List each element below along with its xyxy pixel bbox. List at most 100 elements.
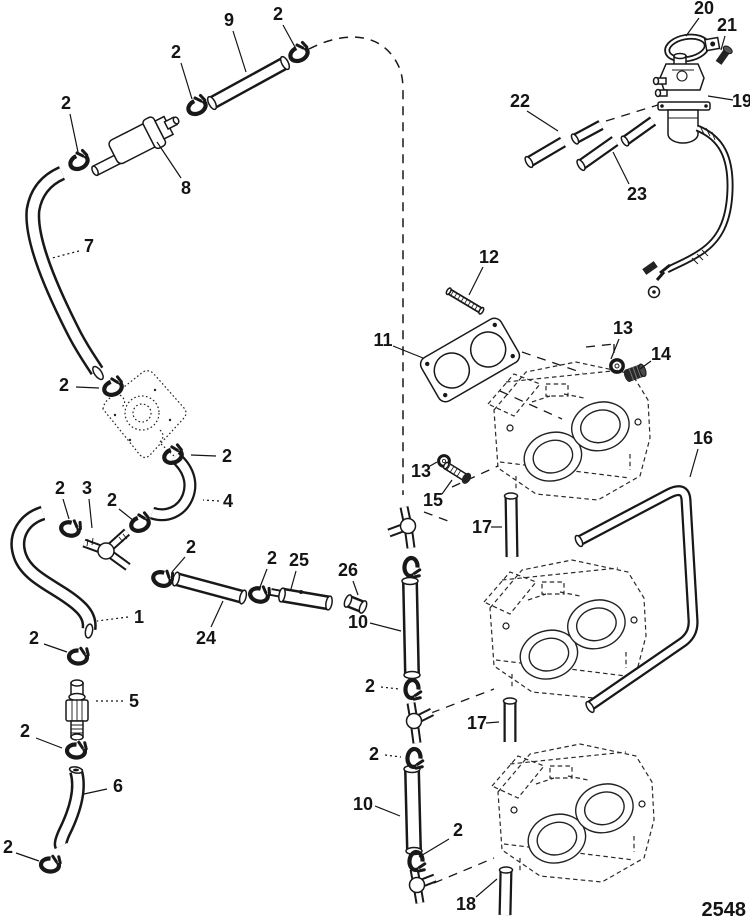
callout-label: 22 xyxy=(510,91,530,111)
callout-20: 20 xyxy=(685,0,714,37)
callout-17: 17 xyxy=(472,517,502,537)
pump-clamp-20 xyxy=(664,33,721,63)
tube-17-lower xyxy=(502,697,518,742)
callout-leader xyxy=(282,24,296,48)
callout-label: 10 xyxy=(348,612,368,632)
callout-label: 3 xyxy=(82,478,92,498)
carburetor-middle xyxy=(483,559,647,699)
callout-3: 3 xyxy=(82,478,93,529)
callout-leader xyxy=(369,622,402,632)
carburetor-bottom xyxy=(491,743,655,883)
callout-2: 2 xyxy=(171,42,193,100)
callout-label: 21 xyxy=(717,15,737,35)
callout-label: 17 xyxy=(472,517,492,537)
callout-2: 2 xyxy=(61,93,79,153)
callout-2: 2 xyxy=(418,820,463,858)
callout-label: 2 xyxy=(369,744,379,764)
callout-label: 2 xyxy=(3,837,13,857)
callout-10: 10 xyxy=(348,612,402,632)
callout-leader xyxy=(210,600,224,628)
callout-label: 6 xyxy=(113,776,123,796)
callout-label: 25 xyxy=(289,550,309,570)
callout-leader xyxy=(88,498,93,529)
callout-leader xyxy=(707,95,734,101)
callout-10: 10 xyxy=(353,794,401,817)
callout-8: 8 xyxy=(156,141,191,198)
callout-2: 2 xyxy=(29,628,68,653)
callout-leader xyxy=(352,580,359,596)
callout-label: 9 xyxy=(224,10,234,30)
callout-label: 2 xyxy=(29,628,39,648)
mounting-stud xyxy=(445,287,485,315)
fuel-pump xyxy=(652,52,711,144)
carburetor-gasket xyxy=(419,317,521,403)
callout-11: 11 xyxy=(373,330,424,359)
callout-leader xyxy=(612,151,630,185)
callout-label: 13 xyxy=(613,318,633,338)
sleeve-26 xyxy=(343,594,368,614)
callout-leader xyxy=(15,852,40,862)
callout-leader xyxy=(190,454,217,457)
callout-2: 2 xyxy=(171,537,196,573)
callout-label: 12 xyxy=(479,247,499,267)
callout-label: 2 xyxy=(20,721,30,741)
callout-22: 22 xyxy=(510,91,559,132)
callout-leader xyxy=(156,141,182,179)
callout-4: 4 xyxy=(202,491,233,511)
callout-label: 15 xyxy=(423,490,443,510)
callout-18: 18 xyxy=(456,878,498,914)
callout-label: 2 xyxy=(61,93,71,113)
callout-2: 2 xyxy=(107,490,135,522)
callout-leader xyxy=(171,556,186,573)
tee-fitting-3 xyxy=(408,868,437,904)
callout-leader xyxy=(62,498,70,520)
callout-leader xyxy=(475,878,498,898)
callout-leader xyxy=(468,266,484,296)
callout-leader xyxy=(202,499,220,502)
callout-2: 2 xyxy=(20,721,63,749)
carburetor-top xyxy=(487,361,651,501)
callout-label: 2 xyxy=(171,42,181,62)
callout-leader xyxy=(485,721,500,724)
callout-25: 25 xyxy=(289,550,309,590)
callout-leader xyxy=(35,737,63,749)
callout-21: 21 xyxy=(717,15,737,51)
hose-24 xyxy=(171,571,248,605)
callout-5: 5 xyxy=(93,691,139,711)
callout-label: 2 xyxy=(273,4,283,24)
callout-leader xyxy=(418,838,450,858)
callout-leader xyxy=(43,643,68,653)
callout-label: 7 xyxy=(84,236,94,256)
routing-dashed-lines xyxy=(308,36,662,884)
callout-label: 24 xyxy=(196,628,216,648)
hose-9 xyxy=(206,55,291,111)
callout-15: 15 xyxy=(423,479,453,510)
fitting-25 xyxy=(270,587,333,611)
hose-7 xyxy=(25,166,104,381)
callout-2: 2 xyxy=(59,375,100,395)
callout-leader xyxy=(429,461,438,467)
hose-22 xyxy=(524,120,604,169)
hose-4 xyxy=(149,452,197,522)
callout-14: 14 xyxy=(639,344,671,370)
callout-13: 13 xyxy=(411,461,438,481)
callout-leader xyxy=(374,805,401,817)
callout-label: 10 xyxy=(353,794,373,814)
callout-leader xyxy=(685,17,700,37)
callout-12: 12 xyxy=(468,247,499,296)
callout-label: 19 xyxy=(732,91,750,111)
callout-9: 9 xyxy=(224,10,247,73)
callout-13: 13 xyxy=(610,318,633,360)
callout-23: 23 xyxy=(612,151,647,204)
callout-19: 19 xyxy=(707,91,750,111)
check-valve-5 xyxy=(65,679,89,741)
drawing-number: 2548 xyxy=(702,899,747,920)
callout-label: 26 xyxy=(338,560,358,580)
callout-2: 2 xyxy=(190,446,232,466)
callout-16: 16 xyxy=(689,428,713,478)
battery-lead xyxy=(642,124,734,299)
callout-leader xyxy=(689,448,699,478)
callout-leader xyxy=(639,360,652,370)
callout-label: 23 xyxy=(627,184,647,204)
